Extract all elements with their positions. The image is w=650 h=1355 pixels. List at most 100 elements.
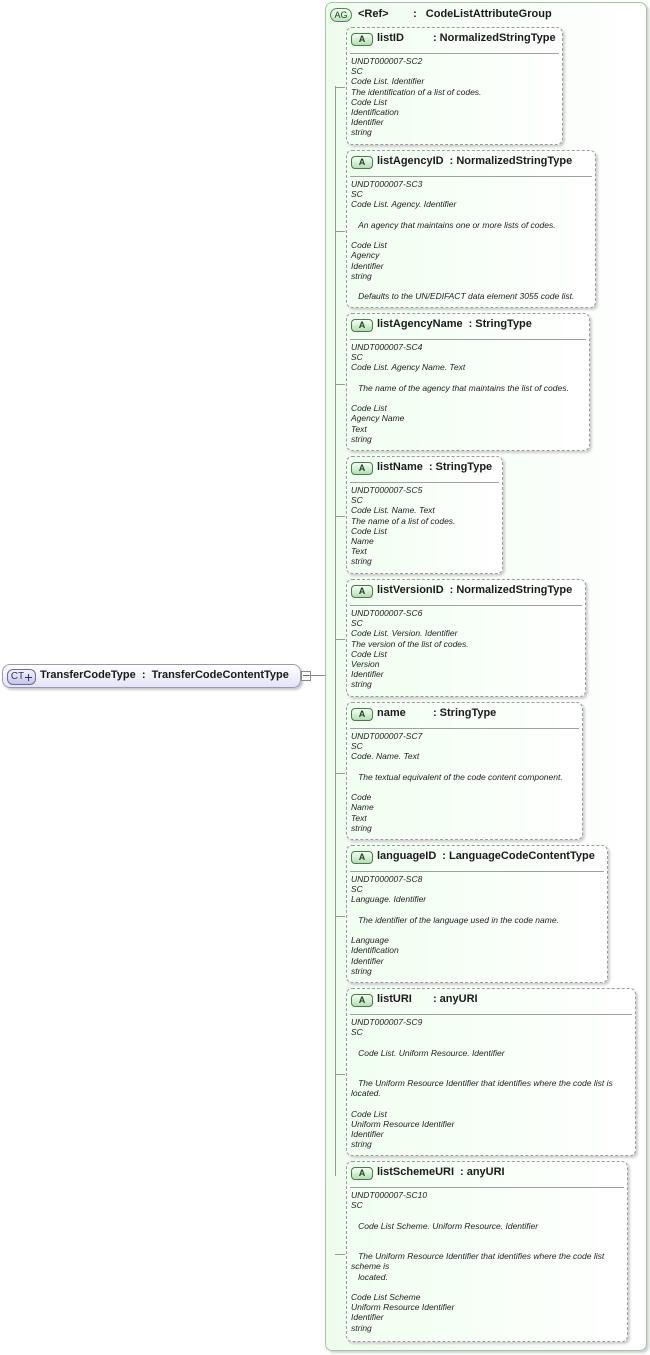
attribute-type: anyURI (466, 1166, 505, 1178)
documentation-line: Language (351, 935, 389, 946)
documentation-line: Code List. Agency Name. Text (351, 362, 466, 373)
documentation-line: Code List (351, 96, 387, 107)
attribute-type: NormalizedStringType (439, 32, 556, 44)
documentation-line: UNDT000007-SC2 (351, 56, 423, 66)
attribute-badge: A (351, 319, 373, 332)
attribute-badge: A (351, 462, 373, 475)
attribute-separator: : (428, 461, 433, 473)
documentation-line: SC (351, 741, 363, 752)
complex-type-base: TransferCodeContentType (151, 669, 289, 681)
documentation-line: UNDT000007-SC10 (351, 1190, 428, 1200)
documentation-line: Text (351, 812, 367, 823)
documentation-line: Code List (351, 240, 387, 251)
attribute-badge: A (351, 156, 373, 169)
attribute-divider (350, 339, 586, 340)
tree-connector-tick (335, 87, 345, 88)
documentation-line: Code. Name. Text (351, 751, 420, 762)
documentation-line (351, 1068, 631, 1078)
documentation-line: Code List. Version. Identifier (351, 628, 458, 639)
attribute-divider (350, 728, 579, 729)
attribute-badge: A (351, 1167, 373, 1180)
documentation-line: The Uniform Resource Identifier that ide… (351, 1251, 605, 1262)
documentation-line: SC (351, 884, 363, 895)
documentation-line: UNDT000007-SC6 (351, 608, 423, 618)
documentation-line: SC (351, 1200, 363, 1211)
documentation-line: SC (351, 495, 363, 506)
complex-type-name: TransferCodeType (40, 669, 136, 681)
complex-type-node[interactable]: CT TransferCodeType : TransferCodeConten… (2, 664, 301, 688)
documentation-line: Language. Identifier (351, 894, 427, 905)
attribute-name: listName (377, 461, 423, 473)
attribute-type: NormalizedStringType (456, 155, 573, 167)
documentation-line: string (351, 679, 372, 690)
attribute-separator: : (449, 584, 454, 596)
documentation-line: SC (351, 66, 363, 77)
documentation-line: Identifier (351, 1129, 384, 1140)
attribute-type: StringType (439, 707, 497, 719)
collapse-toggle-icon[interactable] (301, 671, 311, 681)
documentation-line: string (351, 433, 372, 444)
attribute-name: listVersionID (377, 584, 444, 596)
documentation-line (351, 393, 585, 403)
attribute-type: LanguageCodeContentType (448, 850, 595, 862)
attribute-group-label: <Ref> : CodeListAttributeGroup (358, 8, 552, 20)
documentation-line: Code List. Agency. Identifier (351, 199, 457, 210)
documentation-line: Identifier (351, 117, 384, 128)
documentation-line (351, 1058, 631, 1068)
attribute-separator: : (460, 1166, 464, 1178)
complex-type-badge-text: CT (10, 671, 25, 682)
attribute-group-ref: <Ref> (358, 8, 389, 20)
attribute-divider (350, 176, 592, 177)
attribute-divider (350, 53, 559, 54)
attribute-header: listVersionID:NormalizedStringType (377, 584, 572, 596)
complex-type-badge: CT (7, 669, 36, 685)
connector-line (309, 675, 336, 676)
documentation-line: The textual equivalent of the code conte… (351, 771, 563, 782)
attribute-divider (350, 605, 582, 606)
tree-connector-tick (335, 1074, 345, 1075)
attribute-header: languageID:LanguageCodeContentType (377, 850, 595, 862)
documentation-line: The identification of a list of codes. (351, 86, 482, 97)
documentation-line: Code List (351, 648, 387, 659)
attribute-name: listAgencyName (377, 318, 463, 330)
documentation-line: Code List. Name. Text (351, 505, 435, 516)
documentation-line: Uniform Resource Identifier (351, 1302, 455, 1313)
attribute-name: listAgencyID (377, 155, 444, 167)
documentation-line: string (351, 270, 372, 281)
documentation-line: The identifier of the language used in t… (351, 914, 559, 925)
documentation-line: string (351, 965, 372, 976)
tree-connector-tick (335, 516, 345, 517)
documentation-line: string (351, 127, 372, 138)
documentation-line: Code (351, 792, 372, 803)
tree-connector-line (335, 86, 336, 1176)
attribute-badge: A (351, 708, 373, 721)
attribute-group-separator: : (413, 8, 417, 20)
tree-connector-tick (335, 639, 345, 640)
tree-connector-tick (335, 231, 345, 232)
documentation-line: Name (351, 802, 374, 813)
documentation-line (351, 1210, 623, 1220)
documentation-line: SC (351, 352, 363, 363)
documentation-line: Agency (351, 250, 380, 261)
documentation-line: string (351, 822, 372, 833)
documentation-line: UNDT000007-SC7 (351, 731, 423, 741)
documentation-line (351, 230, 591, 240)
attribute-name: name (377, 707, 406, 719)
attribute-badge: A (351, 33, 373, 46)
documentation-line: Code List (351, 525, 387, 536)
documentation-line: SC (351, 1027, 363, 1038)
